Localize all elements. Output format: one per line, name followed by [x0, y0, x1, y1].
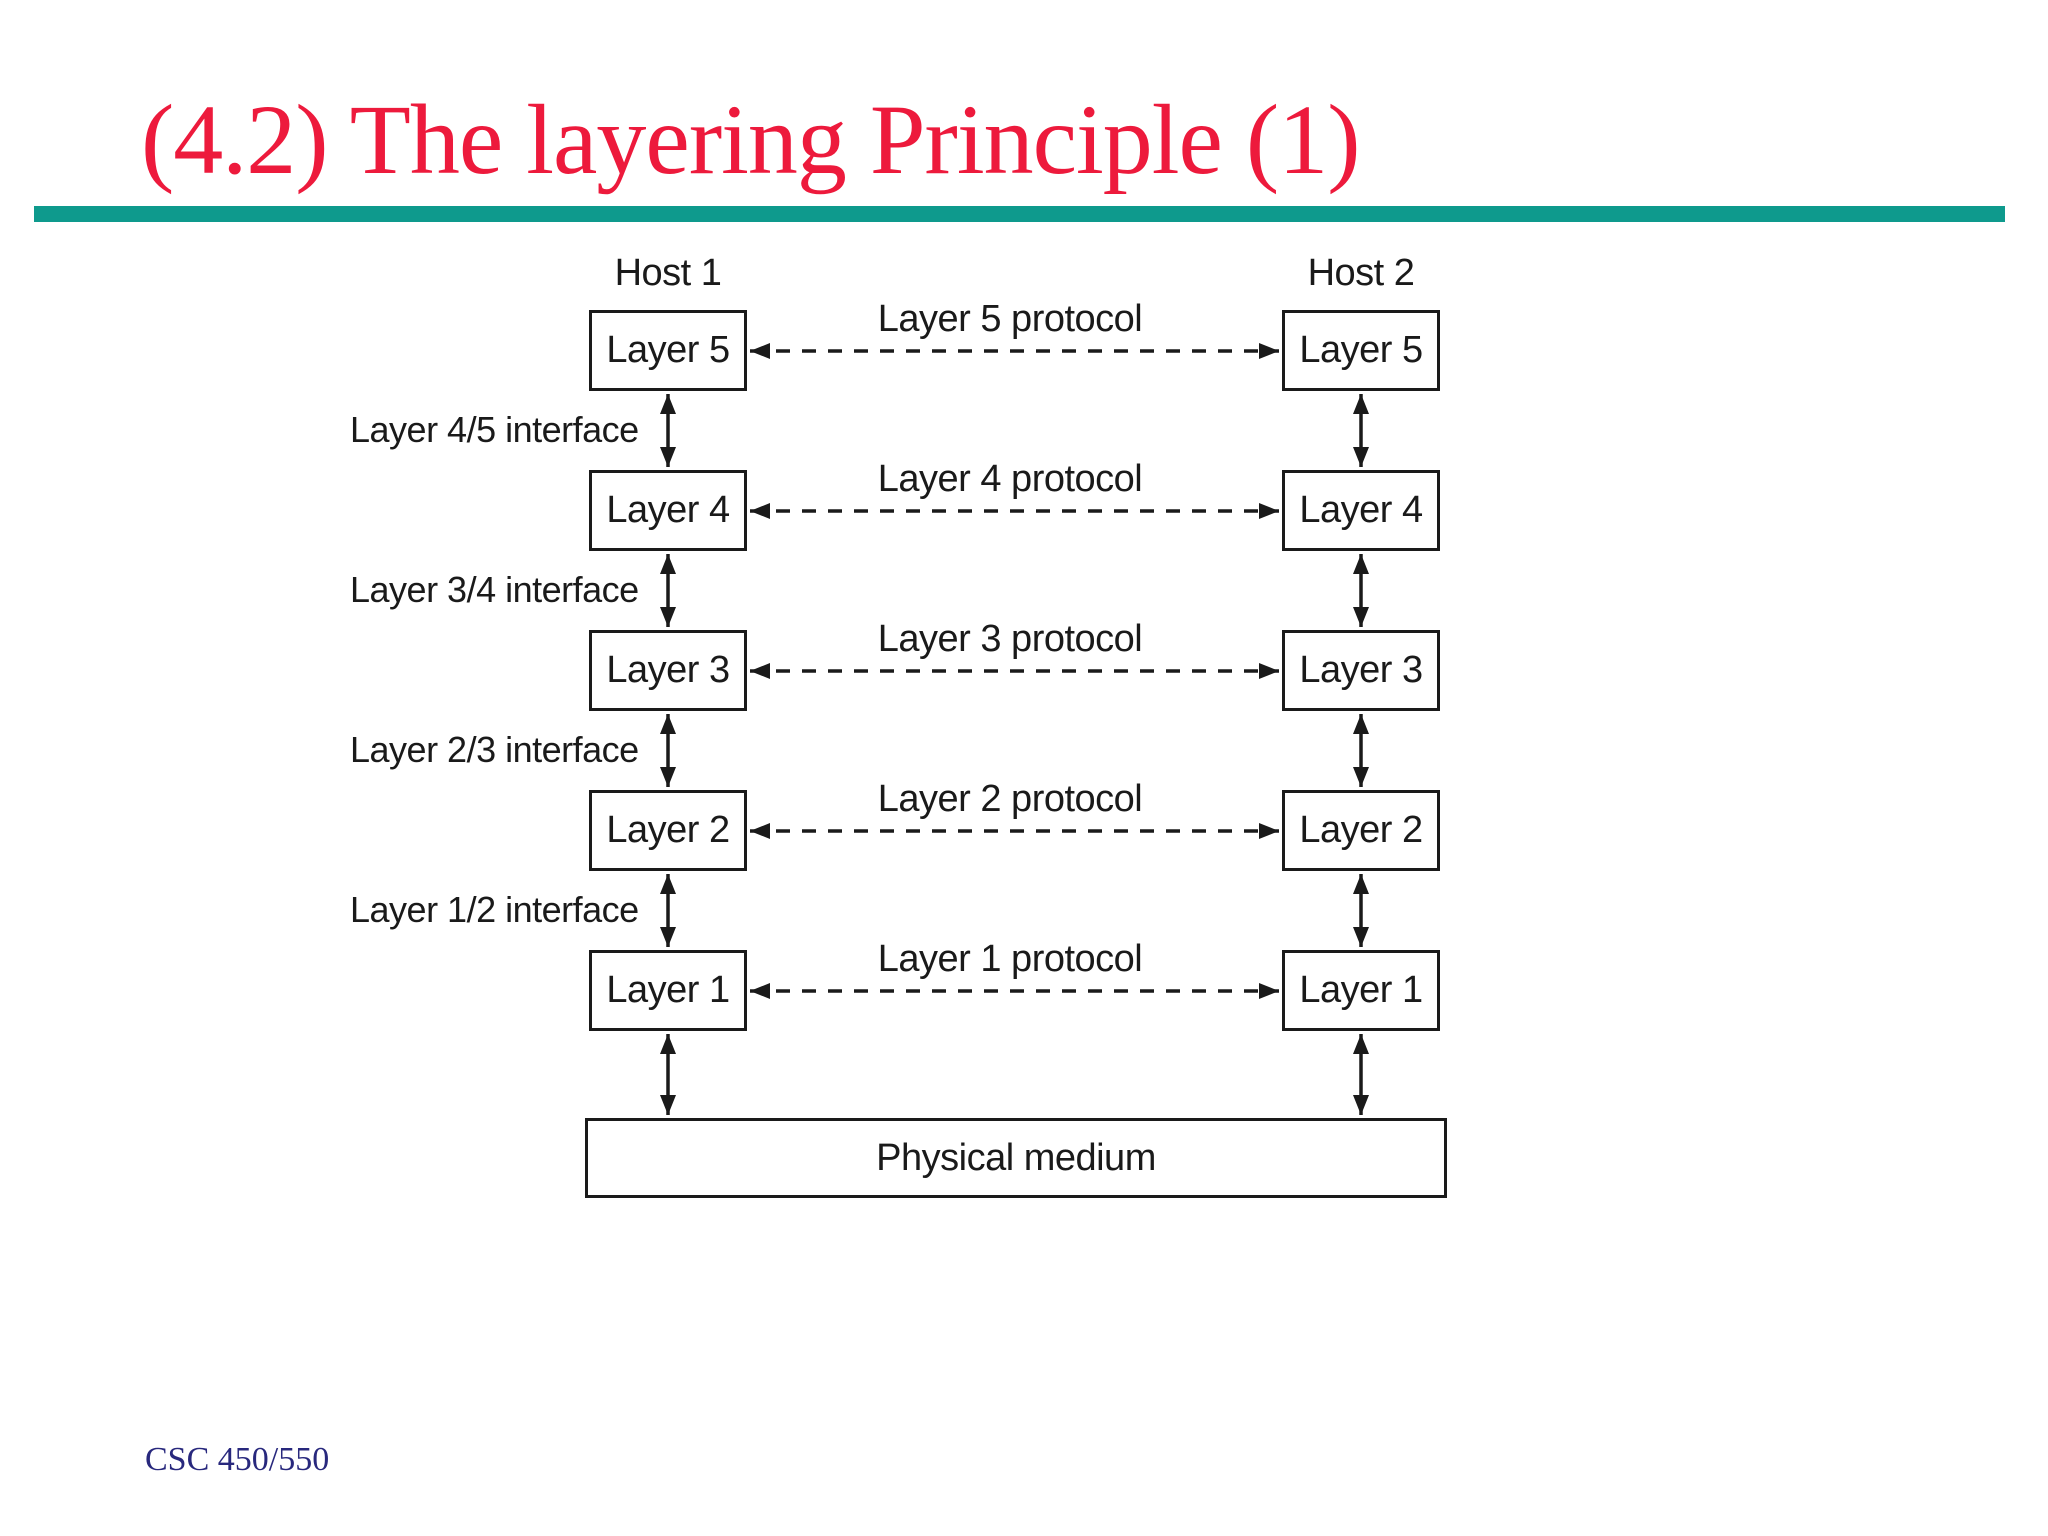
physical-medium-box: Physical medium: [585, 1118, 1447, 1198]
host2-label: Host 2: [1307, 252, 1415, 294]
layer12-interface-label: Layer 1/2 interface: [350, 889, 639, 930]
host1-layer4-box: Layer 4: [589, 470, 747, 551]
layer2-protocol-label: Layer 2 protocol: [877, 778, 1143, 820]
host2-layer1-box: Layer 1: [1282, 950, 1440, 1031]
slide-title: (4.2) The layering Principle (1): [141, 84, 1361, 195]
host1-layer1-box: Layer 1: [589, 950, 747, 1031]
host2-layer4-box: Layer 4: [1282, 470, 1440, 551]
host1-layer2-box: Layer 2: [589, 790, 747, 871]
host1-layer5-box: Layer 5: [589, 310, 747, 391]
layer34-interface-label: Layer 3/4 interface: [350, 569, 639, 610]
title-underline-rule: [34, 206, 2005, 222]
layer3-protocol-label: Layer 3 protocol: [877, 618, 1143, 660]
layer4-protocol-label: Layer 4 protocol: [877, 458, 1143, 500]
host2-layer2-box: Layer 2: [1282, 790, 1440, 871]
layer1-protocol-label: Layer 1 protocol: [877, 938, 1143, 980]
host2-layer3-box: Layer 3: [1282, 630, 1440, 711]
host2-layer5-box: Layer 5: [1282, 310, 1440, 391]
layer5-protocol-label: Layer 5 protocol: [877, 298, 1143, 340]
host1-label: Host 1: [614, 252, 722, 294]
host1-layer3-box: Layer 3: [589, 630, 747, 711]
layer23-interface-label: Layer 2/3 interface: [350, 729, 639, 770]
course-footer: CSC 450/550: [145, 1441, 330, 1478]
layer45-interface-label: Layer 4/5 interface: [350, 409, 639, 450]
